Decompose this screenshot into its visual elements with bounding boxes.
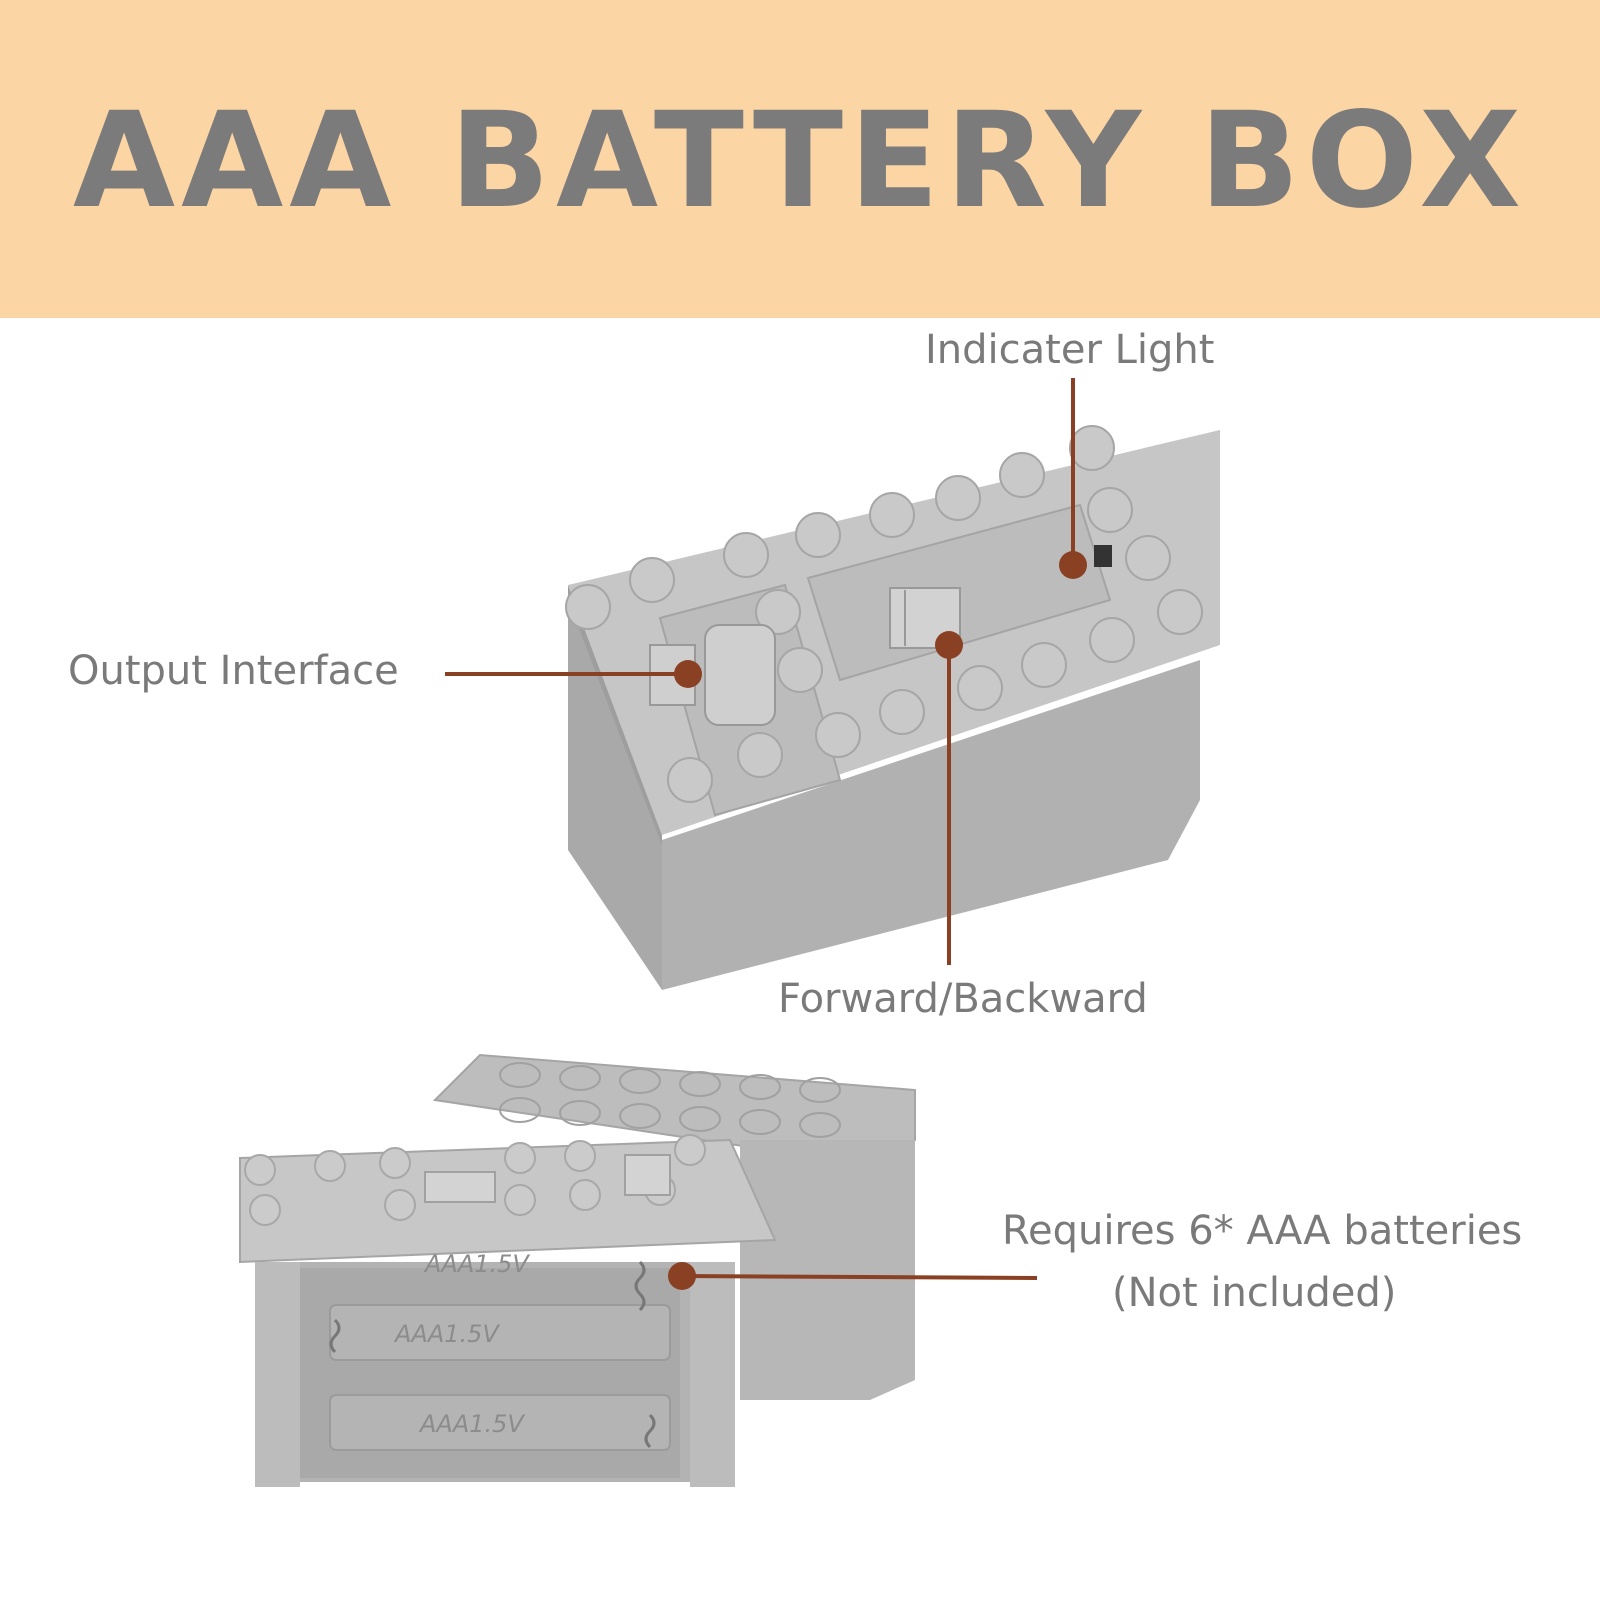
indicator-marker <box>1059 551 1087 579</box>
battery-box-open: AAA1.5V AAA1.5V AAA1.5V <box>239 1053 916 1487</box>
output-marker <box>674 660 702 688</box>
header-banner <box>0 0 1600 318</box>
compartment-label: AAA1.5V <box>423 1250 530 1278</box>
page-title: AAA BATTERY BOX <box>72 84 1528 238</box>
switch-marker <box>935 631 963 659</box>
battery-requirement-label: Requires 6* AAA batteries <box>1002 1208 1523 1254</box>
battery-leader-line <box>681 1274 1038 1280</box>
battery-box-top <box>565 425 1220 990</box>
indicator-light-label: Indicater Light <box>925 327 1215 373</box>
forward-backward-label: Forward/Backward <box>778 976 1148 1022</box>
battery-not-included-label: (Not included) <box>1112 1270 1397 1316</box>
battery-marker <box>668 1262 696 1290</box>
compartment-label: AAA1.5V <box>418 1410 525 1438</box>
compartment-label: AAA1.5V <box>393 1320 500 1348</box>
output-interface-label: Output Interface <box>68 648 399 694</box>
